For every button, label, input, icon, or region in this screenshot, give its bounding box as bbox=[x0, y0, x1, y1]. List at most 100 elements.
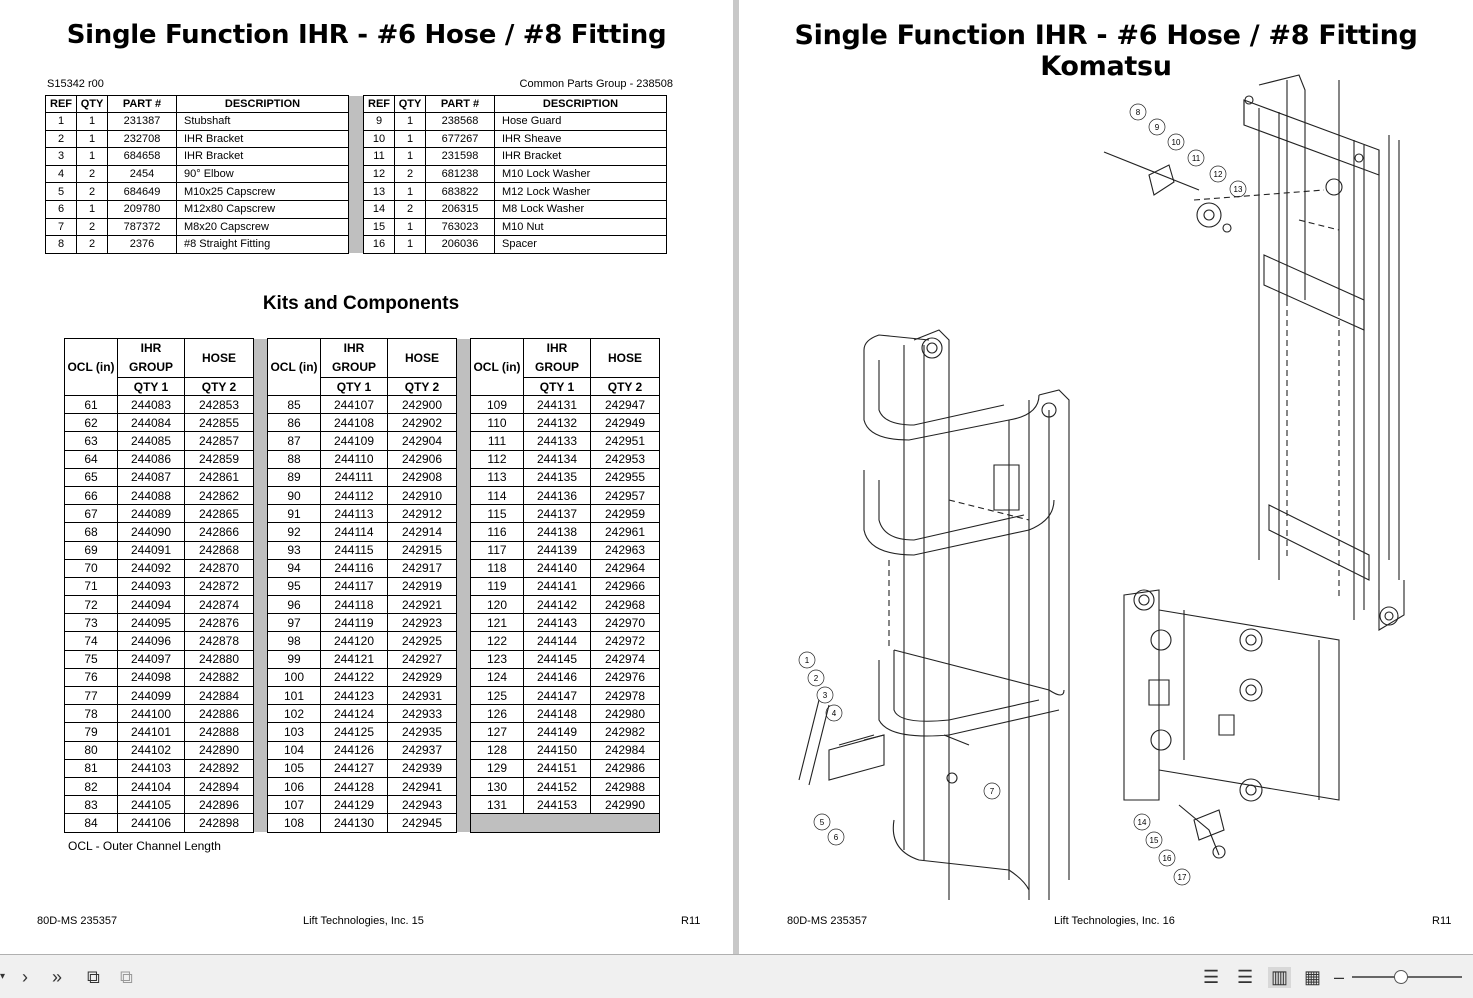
table-cell: 684658 bbox=[107, 147, 177, 166]
single-page-icon[interactable]: ☰ bbox=[1203, 967, 1220, 987]
viewer-toolbar: ▾ › » ⧉ ⧉ ☰ ☰ ▥ ▦ – bbox=[0, 954, 1473, 998]
footer-doc-number: 80D-MS 235357 bbox=[787, 915, 868, 927]
table-cell: 242976 bbox=[590, 667, 660, 688]
table-cell: 244128 bbox=[320, 776, 388, 797]
zoom-out-icon[interactable]: – bbox=[1334, 967, 1345, 987]
table-cell: 242898 bbox=[184, 813, 254, 833]
table-cell: 94 bbox=[267, 558, 321, 578]
table-cell: 242882 bbox=[184, 667, 254, 688]
table-cell: 1 bbox=[76, 147, 108, 166]
callout-15: 15 bbox=[1150, 836, 1159, 845]
dropdown-arrow-icon[interactable]: ▾ bbox=[0, 971, 6, 982]
table-cell: 242953 bbox=[590, 449, 660, 469]
table-cell: 2 bbox=[394, 199, 426, 219]
next-page-icon[interactable]: › bbox=[22, 967, 28, 987]
table-cell: 126 bbox=[470, 704, 524, 724]
common-parts-group: Common Parts Group - 238508 bbox=[519, 78, 673, 90]
table-cell: 80 bbox=[64, 740, 118, 760]
table-cell: 242961 bbox=[590, 522, 660, 542]
table-cell: 76 bbox=[64, 667, 118, 688]
table-cell: 244132 bbox=[523, 413, 591, 433]
table-cell: 95 bbox=[267, 576, 321, 597]
table-cell: 244086 bbox=[117, 449, 185, 469]
kits-header-hose: HOSE bbox=[387, 338, 457, 378]
table-cell: 118 bbox=[470, 558, 524, 578]
table-cell: 2 bbox=[76, 235, 108, 254]
table-cell: 90° Elbow bbox=[176, 164, 349, 184]
table-cell: 1 bbox=[394, 129, 426, 149]
table-cell: M10 Lock Washer bbox=[494, 164, 667, 184]
zoom-slider[interactable] bbox=[1352, 970, 1462, 984]
rotate-icon[interactable]: ⧉ bbox=[87, 967, 100, 987]
table-cell: 2376 bbox=[107, 235, 177, 254]
kits-header-hose: HOSE bbox=[184, 338, 254, 378]
table-cell: 244140 bbox=[523, 558, 591, 578]
table-cell: 119 bbox=[470, 576, 524, 597]
table-cell: 244125 bbox=[320, 722, 388, 742]
table-cell: 244099 bbox=[117, 685, 185, 706]
table-cell: 15 bbox=[363, 217, 395, 237]
table-cell: 75 bbox=[64, 649, 118, 669]
last-page-icon[interactable]: » bbox=[52, 967, 63, 987]
table-cell: 244129 bbox=[320, 795, 388, 815]
table-cell: 1 bbox=[394, 235, 426, 254]
parts-header-description: DESCRIPTION bbox=[176, 95, 349, 113]
table-cell: 244131 bbox=[523, 394, 591, 415]
continuous-page-icon[interactable]: ☰ bbox=[1237, 967, 1254, 987]
table-cell: 244114 bbox=[320, 522, 388, 542]
table-cell: 242910 bbox=[387, 485, 457, 506]
table-cell: 242923 bbox=[387, 613, 457, 633]
table-cell: IHR Bracket bbox=[176, 147, 349, 166]
table-cell: 102 bbox=[267, 704, 321, 724]
table-cell: 111 bbox=[470, 431, 524, 451]
table-cell: 120 bbox=[470, 595, 524, 615]
table-cell: 244089 bbox=[117, 504, 185, 524]
table-cell: 70 bbox=[64, 558, 118, 578]
table-cell: 88 bbox=[267, 449, 321, 469]
table-cell: 242872 bbox=[184, 576, 254, 597]
footer-revision: R11 bbox=[681, 915, 701, 927]
table-cell: 64 bbox=[64, 449, 118, 469]
table-cell: 244123 bbox=[320, 685, 388, 706]
table-cell: 244153 bbox=[523, 795, 591, 815]
page-copy-icon[interactable]: ⧉ bbox=[120, 967, 133, 987]
table-cell: 206036 bbox=[425, 235, 495, 254]
hardware-drawing bbox=[798, 151, 1232, 859]
table-cell: 242988 bbox=[590, 776, 660, 797]
table-cell: 231387 bbox=[107, 112, 177, 131]
table-cell: 242892 bbox=[184, 758, 254, 778]
table-cell: 244141 bbox=[523, 576, 591, 597]
table-cell: 244102 bbox=[117, 740, 185, 760]
table-cell: M12 Lock Washer bbox=[494, 182, 667, 201]
table-cell: 91 bbox=[267, 504, 321, 524]
table-cell: IHR Bracket bbox=[494, 147, 667, 166]
callout-13: 13 bbox=[1234, 185, 1243, 194]
left-page: Single Function IHR - #6 Hose / #8 Fitti… bbox=[0, 0, 733, 954]
table-cell: 124 bbox=[470, 667, 524, 688]
table-cell: 244085 bbox=[117, 431, 185, 451]
table-cell: M10 Nut bbox=[494, 217, 667, 237]
table-cell: 242943 bbox=[387, 795, 457, 815]
table-cell: 242929 bbox=[387, 667, 457, 688]
table-cell: 242986 bbox=[590, 758, 660, 778]
parts-header-ref: REF bbox=[45, 95, 77, 113]
two-page-continuous-icon[interactable]: ▦ bbox=[1304, 967, 1322, 987]
parts-header-ref: REF bbox=[363, 95, 395, 113]
exploded-diagram: 1 2 3 4 5 6 7 8 9 10 11 12 13 14 15 16 1… bbox=[798, 74, 1405, 900]
zoom-slider-handle[interactable] bbox=[1394, 970, 1408, 984]
table-cell: 113 bbox=[470, 467, 524, 487]
table-cell: 242906 bbox=[387, 449, 457, 469]
table-cell: 238568 bbox=[425, 112, 495, 131]
table-cell: 242951 bbox=[590, 431, 660, 451]
two-page-icon[interactable]: ▥ bbox=[1268, 967, 1292, 988]
table-cell: 242955 bbox=[590, 467, 660, 487]
